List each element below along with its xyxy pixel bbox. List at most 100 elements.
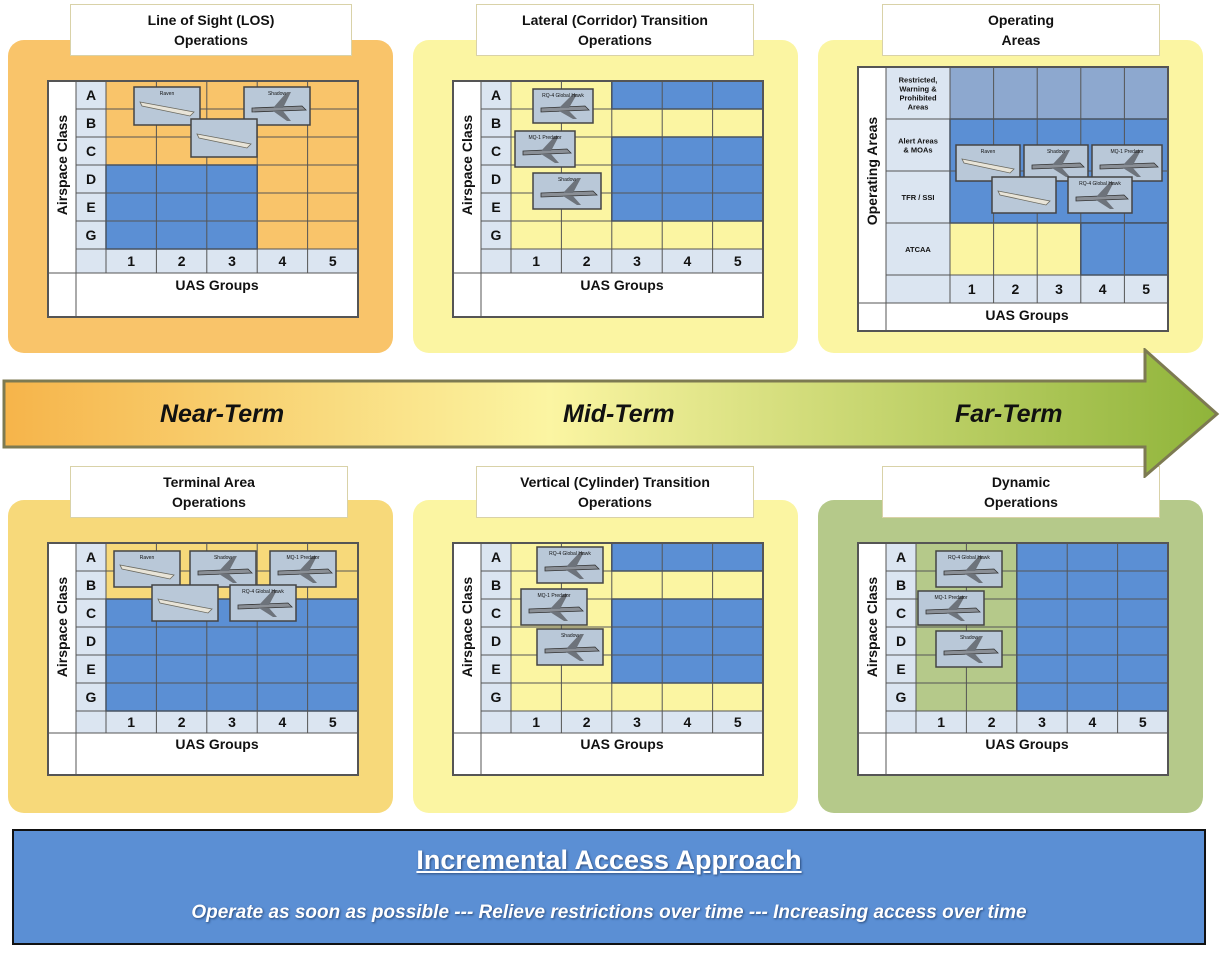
restricted-row-fill: [950, 67, 1168, 119]
col-label: 5: [329, 253, 337, 269]
timeline-far-term-label: Far-Term: [955, 400, 1063, 428]
col-label: 3: [228, 714, 236, 730]
row-label-column: [76, 81, 106, 273]
col-label: 5: [1139, 714, 1147, 730]
row-axis-label: Airspace Class: [459, 577, 475, 678]
row-label: A: [896, 549, 906, 565]
row-label: A: [86, 549, 96, 565]
row-axis-cell: [453, 543, 481, 711]
col-label: 4: [279, 253, 287, 269]
row-label: G: [86, 227, 97, 243]
predator-icon: MQ-1 Predator: [520, 588, 588, 626]
col-label: 1: [968, 281, 976, 297]
panel-title-operating: Operating Areas: [882, 4, 1160, 56]
aircraft-label: Raven: [160, 91, 175, 97]
col-label-row: [916, 711, 1168, 733]
scaneagle-icon: [991, 176, 1057, 214]
timeline-mid-term-label: Mid-Term: [563, 400, 675, 428]
scaneagle-icon: [151, 584, 219, 622]
row-label: A: [491, 549, 501, 565]
row-label: C: [86, 605, 96, 621]
title-line2: Operations: [174, 32, 248, 48]
global-hawk-icon: RQ-4 Global Hawk: [1067, 176, 1133, 214]
col-label: 2: [583, 714, 591, 730]
aircraft-label: RQ-4 Global Hawk: [542, 93, 584, 99]
title-line2: Operations: [984, 494, 1058, 510]
aircraft-label: Shadow: [214, 555, 232, 561]
panel-title-dynamic: Dynamic Operations: [882, 466, 1160, 518]
col-axis-label: UAS Groups: [175, 277, 258, 293]
aircraft-label: Shadow: [561, 633, 579, 639]
predator-icon: MQ-1 Predator: [1091, 144, 1163, 182]
access-zone: [611, 598, 763, 684]
row-label: B: [491, 577, 501, 593]
shadow-icon: Shadow: [243, 86, 311, 126]
row-label: E: [86, 199, 95, 215]
access-zone: [611, 543, 763, 572]
panel-title-vertical: Vertical (Cylinder) Transition Operation…: [476, 466, 754, 518]
col-label: 4: [1089, 714, 1097, 730]
access-zone: [105, 164, 258, 250]
row-label: ATCAA: [905, 245, 931, 254]
raven-icon: Raven: [955, 144, 1021, 182]
aircraft-label: RQ-4 Global Hawk: [549, 551, 591, 557]
col-axis-row: [858, 303, 1168, 327]
row-label: Alert Areas& MOAs: [898, 137, 938, 155]
row-label: A: [86, 87, 96, 103]
row-label: TFR / SSI: [902, 193, 935, 202]
col-label: 5: [329, 714, 337, 730]
aircraft-label: RQ-4 Global Hawk: [948, 555, 990, 561]
access-zone: [611, 136, 763, 222]
row-label-column: [481, 81, 511, 273]
predator-icon: MQ-1 Predator: [269, 550, 337, 588]
col-label: 1: [937, 714, 945, 730]
row-label-column: [76, 543, 106, 733]
row-label: D: [86, 633, 96, 649]
shadow-icon: Shadow: [536, 628, 604, 666]
col-label: 4: [1099, 281, 1107, 297]
row-label: E: [491, 661, 500, 677]
col-label: 2: [583, 253, 591, 269]
row-label-column: [886, 67, 950, 303]
title-line1: Operating: [987, 12, 1055, 28]
col-label-row: [511, 711, 763, 733]
col-label: 2: [178, 253, 186, 269]
aircraft-label: MQ-1 Predator: [1110, 149, 1143, 155]
row-axis-label: Operating Areas: [864, 117, 880, 226]
shadow-icon: Shadow: [189, 550, 257, 588]
col-label: 1: [532, 253, 540, 269]
col-axis-label: UAS Groups: [985, 736, 1068, 752]
col-label-row: [106, 711, 358, 733]
title-line1: Vertical (Cylinder) Transition: [520, 474, 710, 490]
col-label-row: [106, 249, 358, 273]
row-label: B: [896, 577, 906, 593]
row-label: E: [86, 661, 95, 677]
row-label: E: [896, 661, 905, 677]
timeline-near-term-label: Near-Term: [160, 400, 285, 428]
row-axis-cell: [858, 67, 886, 275]
aircraft-label: Shadow: [1047, 149, 1065, 155]
scaneagle-icon: [190, 118, 258, 158]
row-axis-cell: [453, 81, 481, 249]
row-label: D: [491, 171, 501, 187]
col-label: 4: [684, 253, 692, 269]
row-axis-label: Airspace Class: [864, 577, 880, 678]
col-axis-row: [858, 733, 1168, 755]
banner-subtitle: Operate as soon as possible --- Relieve …: [191, 902, 1027, 923]
col-label: 3: [1055, 281, 1063, 297]
col-label: 3: [633, 253, 641, 269]
global-hawk-icon: RQ-4 Global Hawk: [935, 550, 1003, 588]
col-label-row: [950, 275, 1168, 303]
row-label: B: [491, 115, 501, 131]
row-label: D: [896, 633, 906, 649]
row-axis-cell: [48, 543, 76, 711]
col-label: 2: [988, 714, 996, 730]
row-label-column: [481, 543, 511, 733]
